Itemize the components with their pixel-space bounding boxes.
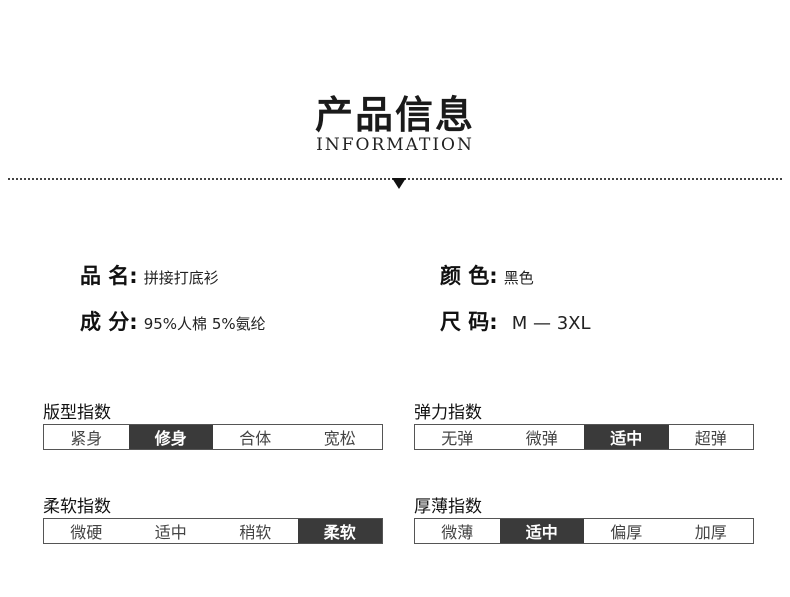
composition-label: 成 分: (80, 310, 138, 334)
page-subtitle: INFORMATION (316, 135, 474, 155)
info-composition-row: 成 分: 95%人棉 5%氨纶 (80, 306, 266, 336)
scale-option: 无弹 (441, 429, 474, 448)
info-size-row: 尺 码: M — 3XL (440, 306, 591, 336)
scale-option-selected: 适中 (499, 519, 584, 543)
color-label: 颜 色: (440, 264, 498, 288)
scale-option-selected: 修身 (128, 425, 213, 449)
info-name-row: 品 名: 拼接打底衫 (80, 260, 219, 290)
scale-option: 微硬 (70, 523, 103, 542)
name-label: 品 名: (80, 264, 138, 288)
scale-option-selected: 柔软 (297, 519, 382, 543)
fit-scale-title: 版型指数 (43, 403, 111, 423)
scale-option: 偏厚 (610, 523, 643, 542)
scale-option: 合体 (239, 429, 272, 448)
scale-option: 适中 (154, 523, 187, 542)
softness-scale: 微硬 适中 稍软 柔软 (43, 518, 383, 544)
scale-option: 紧身 (70, 429, 103, 448)
scale-option: 稍软 (239, 523, 272, 542)
page-title: 产品信息 (314, 93, 475, 137)
scale-option: 超弹 (694, 429, 727, 448)
stretch-scale-title: 弹力指数 (414, 403, 482, 423)
color-value: 黑色 (503, 269, 534, 287)
scale-option: 微弹 (525, 429, 558, 448)
thickness-scale: 微薄 适中 偏厚 加厚 (414, 518, 754, 544)
fit-scale: 紧身 修身 合体 宽松 (43, 424, 383, 450)
down-triangle-icon (392, 178, 406, 189)
composition-value: 95%人棉 5%氨纶 (143, 315, 266, 333)
scale-option: 宽松 (323, 429, 356, 448)
stretch-scale: 无弹 微弹 适中 超弹 (414, 424, 754, 450)
scale-option: 微薄 (441, 523, 474, 542)
size-value: M — 3XL (511, 313, 591, 334)
name-value: 拼接打底衫 (143, 269, 219, 287)
softness-scale-title: 柔软指数 (43, 497, 111, 517)
info-color-row: 颜 色: 黑色 (440, 260, 534, 290)
thickness-scale-title: 厚薄指数 (414, 497, 482, 517)
scale-option-selected: 适中 (584, 425, 669, 449)
size-label: 尺 码: (440, 310, 498, 334)
scale-option: 加厚 (694, 523, 727, 542)
